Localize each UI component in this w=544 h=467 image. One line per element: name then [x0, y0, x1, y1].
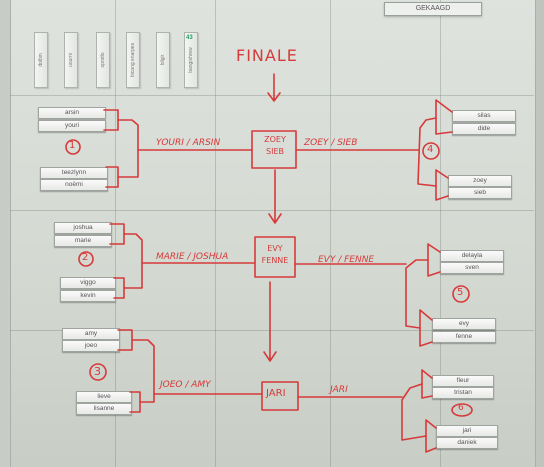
top-card-label: GEKAAGD [415, 5, 451, 12]
name-tag: evy [432, 318, 496, 330]
sleeve: dolbin [34, 32, 48, 88]
board-seam [330, 0, 331, 467]
winner-box-text: EVY FENNE [261, 244, 289, 265]
name-tag: dide [452, 123, 516, 135]
name-tag: amy [62, 328, 120, 340]
circle-number: 3 [94, 365, 101, 378]
name-tag: lieve [76, 391, 132, 403]
name-tag: kevin [60, 290, 116, 302]
winner-box-text: JARI [266, 388, 286, 399]
board-seam [115, 0, 116, 467]
sleeve-mark: 43 [186, 35, 193, 41]
name-tag: sven [440, 262, 504, 274]
name-tag: tristan [432, 387, 494, 399]
winner-label: JARI [330, 385, 348, 395]
winner-label: EVY / FENNE [318, 255, 375, 265]
name-tag: viggo [60, 277, 116, 289]
name-tag: joeo [62, 340, 120, 352]
sleeve: 43 bangishrew [184, 32, 198, 88]
board-seam [10, 330, 534, 331]
sleeve: bilgir [156, 32, 170, 88]
winner-label: YOURI / ARSIN [156, 138, 221, 148]
board-seam [215, 0, 216, 467]
winner-label: JOEO / AMY [160, 380, 211, 390]
name-tag: lisanne [76, 403, 132, 415]
circle-number: 1 [69, 140, 76, 151]
name-tag: arsin [38, 107, 106, 119]
title-finale: FINALE [236, 46, 298, 65]
winner-box-text: ZOEY SIEB [264, 135, 286, 156]
sleeve: bicang enarpes [126, 32, 140, 88]
winner-label: ZOEY / SIEB [304, 138, 358, 148]
sleeve: sprotlo [96, 32, 110, 88]
name-tag: fleur [432, 375, 494, 387]
winner-label: MARIE / JOSHUA [156, 252, 229, 262]
name-tag: marie [54, 235, 112, 247]
top-card: GEKAAGD [384, 2, 482, 16]
name-tag: noëmi [40, 179, 108, 191]
name-tag: delayla [440, 250, 504, 262]
board-seam [10, 95, 534, 96]
name-tag: joshua [54, 222, 112, 234]
name-tag: zoey [448, 175, 512, 187]
name-tag: youri [38, 120, 106, 132]
board-seam [440, 0, 441, 467]
sleeve: uourni [64, 32, 78, 88]
name-tag: daniek [436, 437, 498, 449]
circle-number: 2 [82, 252, 89, 263]
circle-number: 4 [427, 144, 434, 155]
circle-number: 6 [458, 403, 464, 413]
name-tag: sieb [448, 187, 512, 199]
board-seam [10, 210, 534, 211]
name-tag: fenne [432, 331, 496, 343]
name-tag: jari [436, 425, 498, 437]
circle-number: 5 [457, 287, 464, 298]
name-tag: teezlynn [40, 167, 108, 179]
name-tag: silas [452, 110, 516, 122]
